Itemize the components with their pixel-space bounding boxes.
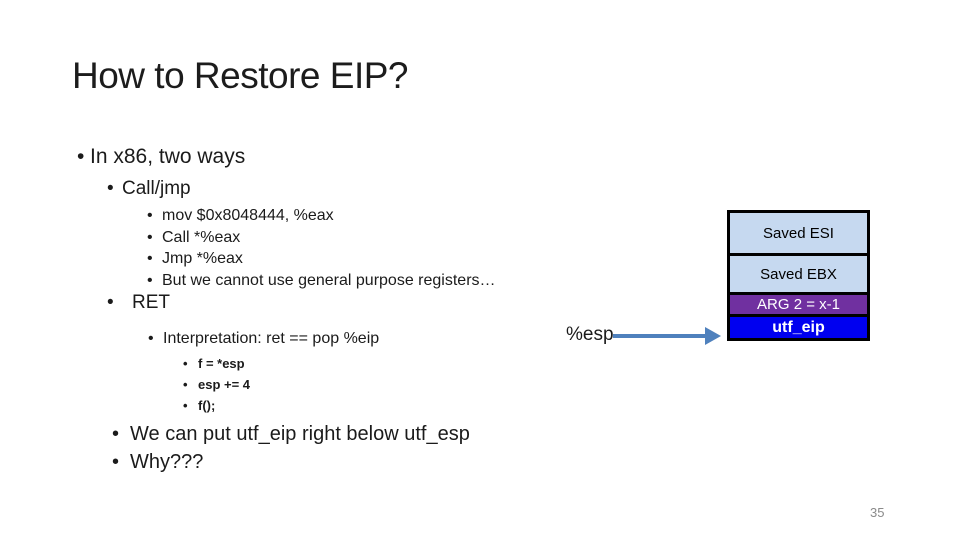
bullet-line-jmp-eax: • Jmp *%eax (147, 249, 243, 268)
bullet-line-f-deref: • f = *esp (183, 356, 245, 372)
bullet-marker: • (147, 272, 153, 289)
bullet-text: Call *%eax (162, 229, 241, 246)
bullet-text: RET (132, 292, 170, 313)
page-number: 35 (870, 505, 885, 520)
bullet-line-call-jmp: • Call/jmp (107, 178, 191, 201)
bullet-marker: • (77, 145, 85, 168)
bullet-text: But we cannot use general purpose regist… (162, 272, 496, 289)
stack-diagram: Saved ESI Saved EBX ARG 2 = x-1 utf_eip (727, 210, 870, 341)
bullet-marker: • (183, 398, 188, 413)
stack-row-saved-ebx: Saved EBX (730, 256, 867, 295)
bullet-text: Interpretation: ret == pop %eip (163, 330, 380, 347)
bullet-marker: • (183, 356, 188, 371)
stack-row-label: ARG 2 = x-1 (757, 296, 840, 313)
bullet-line-in-x86: •In x86, two ways (77, 144, 245, 169)
bullet-marker: • (147, 250, 153, 267)
slide-title: How to Restore EIP? (72, 55, 408, 96)
stack-row-arg2: ARG 2 = x-1 (730, 295, 867, 317)
bullet-marker: • (107, 292, 114, 313)
bullet-text: esp += 4 (198, 377, 251, 392)
bullet-marker: • (147, 229, 153, 246)
bullet-text: Call/jmp (122, 178, 191, 199)
esp-arrow-line (613, 334, 707, 338)
stack-row-label: Saved ESI (763, 224, 834, 242)
bullet-text: Why??? (130, 451, 204, 473)
bullet-line-but-we: • But we cannot use general purpose regis… (147, 271, 496, 290)
bullet-line-we-can-put: • We can put utf_eip right below utf_esp (112, 422, 470, 446)
bullet-marker: • (112, 423, 120, 445)
bullet-line-why: • Why??? (112, 450, 203, 474)
bullet-text: f(); (198, 398, 216, 413)
stack-row-saved-esi: Saved ESI (730, 213, 867, 256)
bullet-text: f = *esp (198, 356, 245, 371)
bullet-line-interpretation: • Interpretation: ret == pop %eip (148, 329, 379, 348)
bullet-text: We can put utf_eip right below utf_esp (130, 423, 470, 445)
bullet-marker: • (183, 377, 188, 392)
esp-arrow-head-icon (705, 327, 721, 345)
bullet-marker: • (147, 207, 153, 224)
esp-register-label: %esp (566, 324, 614, 345)
bullet-line-ret: • RET (107, 292, 170, 315)
stack-row-label: utf_eip (772, 318, 825, 336)
bullet-line-esp-inc: • esp += 4 (183, 377, 250, 393)
bullet-line-f-call: • f(); (183, 398, 215, 414)
bullet-text: In x86, two ways (90, 145, 246, 168)
stack-row-label: Saved EBX (760, 265, 837, 283)
stack-row-utf-eip: utf_eip (730, 317, 867, 338)
bullet-marker: • (148, 330, 154, 347)
bullet-text: mov $0x8048444, %eax (162, 207, 334, 224)
bullet-marker: • (112, 451, 120, 473)
bullet-text: Jmp *%eax (162, 250, 243, 267)
bullet-line-mov: • mov $0x8048444, %eax (147, 206, 334, 225)
bullet-line-call-eax: • Call *%eax (147, 228, 240, 247)
bullet-marker: • (107, 178, 114, 199)
